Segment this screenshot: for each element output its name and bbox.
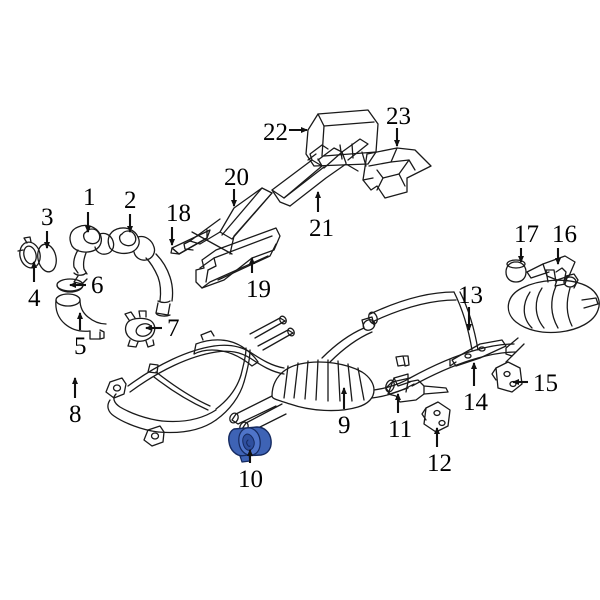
callout-label-8: 8	[69, 401, 82, 428]
part-4-clamp	[17, 236, 41, 269]
part-20-heat-shield-tunnel-front	[183, 187, 273, 255]
callout-label-17: 17	[514, 221, 539, 248]
callout-label-10: 10	[238, 466, 263, 493]
callout-label-11: 11	[388, 416, 413, 443]
callout-label-22: 22	[263, 119, 288, 146]
part-8-front-exhaust-pipe-assembly	[105, 315, 295, 447]
part-14-support-bracket-plate	[449, 339, 507, 367]
callout-label-19: 19	[246, 276, 271, 303]
callout-label-5: 5	[74, 333, 87, 360]
callout-label-3: 3	[41, 204, 54, 231]
callout-label-6: 6	[91, 272, 104, 299]
part-17-rubber-grommet	[505, 259, 527, 283]
callout-label-7: 7	[167, 315, 180, 342]
part-13-rear-exhaust-pipe	[368, 291, 517, 395]
part-15-isolator-mount	[491, 361, 523, 393]
part-12-rubber-mount-pad	[421, 401, 451, 433]
part-21-heat-shield-tunnel-rear	[271, 138, 369, 207]
callout-label-23: 23	[386, 103, 411, 130]
callout-arrows	[31, 127, 561, 463]
part-9-center-muffler-resonator	[229, 316, 415, 434]
part-10-exhaust-hanger-bushing-highlighted	[228, 426, 272, 463]
callout-label-15: 15	[533, 370, 558, 397]
part-19-heat-shield-underbody	[195, 227, 281, 289]
callout-label-13: 13	[458, 282, 483, 309]
callout-label-21: 21	[309, 215, 334, 242]
callout-label-2: 2	[124, 187, 137, 214]
part-23-heat-shield-rear-cover	[362, 147, 432, 199]
callout-label-9: 9	[338, 412, 351, 439]
callout-label-1: 1	[83, 184, 96, 211]
rear-muffler-body	[505, 267, 600, 363]
part-11-exhaust-mount-bracket	[387, 373, 449, 403]
callout-label-4: 4	[28, 285, 41, 312]
part-22-heat-shield-box	[305, 109, 379, 167]
part-2-catalytic-converter-right	[107, 227, 174, 317]
callout-label-12: 12	[427, 450, 452, 477]
part-5-exhaust-elbow-pipe	[55, 293, 107, 340]
callout-label-16: 16	[552, 221, 577, 248]
callout-label-18: 18	[166, 200, 191, 227]
part-16-heat-shield-clip	[526, 255, 576, 287]
callout-label-20: 20	[224, 164, 249, 191]
part-1-catalytic-converter-left	[69, 224, 115, 285]
callout-label-14: 14	[463, 389, 488, 416]
